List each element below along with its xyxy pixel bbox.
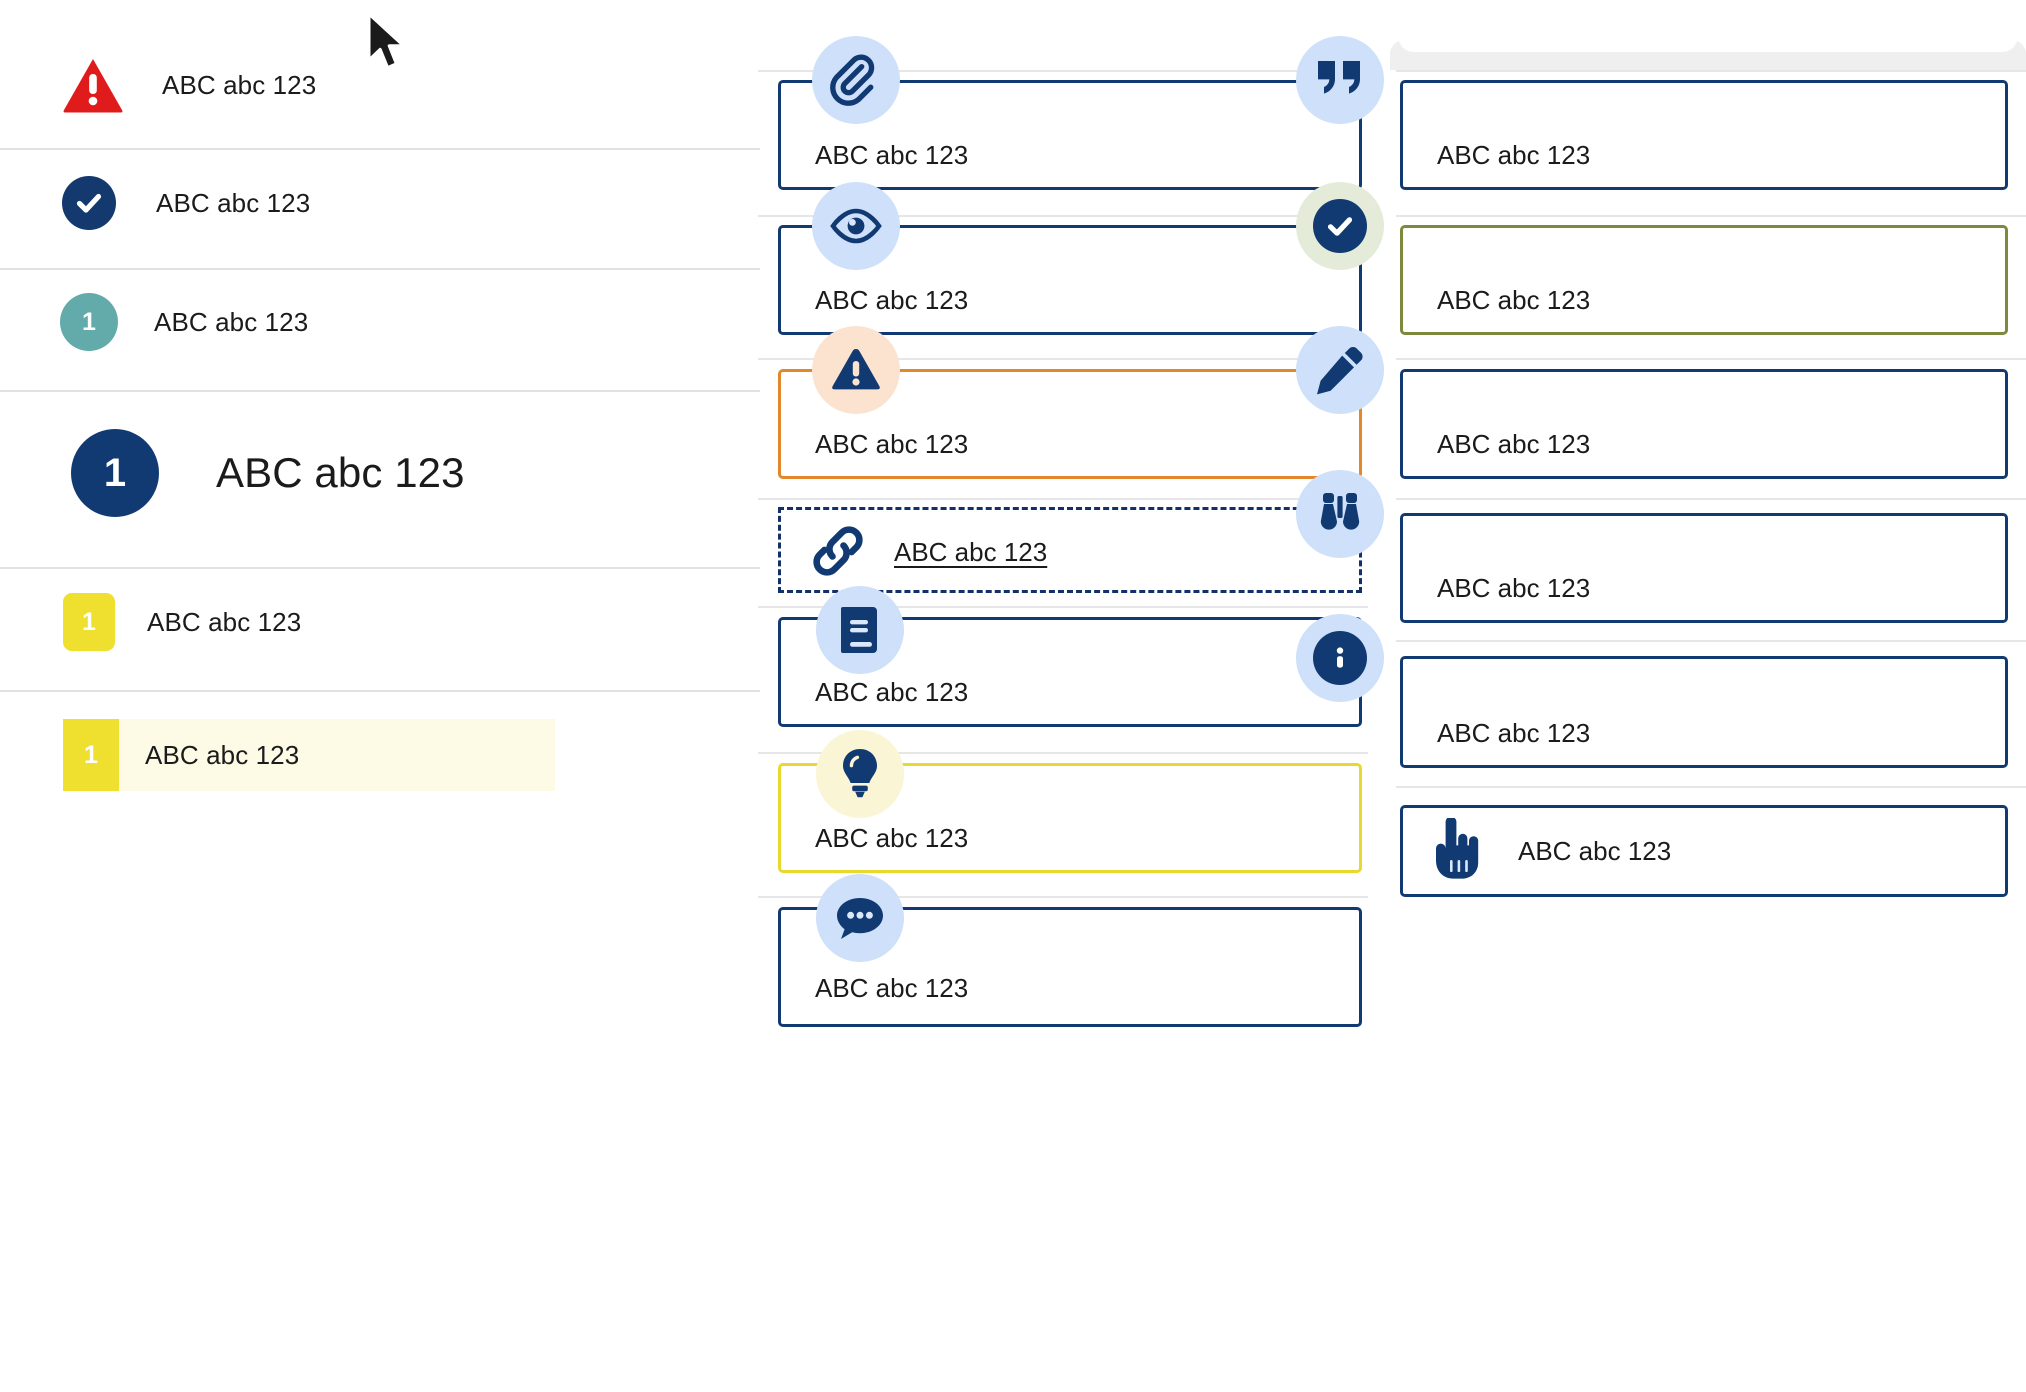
paperclip-icon (812, 36, 900, 124)
card-attachment[interactable]: ABC abc 123 (778, 80, 1362, 190)
card-label: ABC abc 123 (815, 677, 969, 707)
number-badge-icon: 1 (63, 719, 119, 791)
card-quote[interactable]: ABC abc 123 (1400, 80, 2008, 190)
info-circle-inner (1313, 631, 1367, 685)
list-item-label: ABC abc 123 (156, 187, 311, 218)
divider (0, 148, 760, 150)
divider (1396, 70, 2026, 72)
list-item-label: ABC abc 123 (162, 69, 317, 100)
binoculars-icon (1296, 470, 1384, 558)
check-circle-icon (62, 176, 116, 230)
eye-icon (812, 182, 900, 270)
divider (0, 567, 760, 569)
lightbulb-icon (816, 730, 904, 818)
list-item[interactable]: ABC abc 123 (0, 175, 760, 231)
card-label: ABC abc 123 (815, 429, 969, 459)
divider (0, 268, 760, 270)
list-item-label: ABC abc 123 (154, 306, 309, 337)
warning-triangle-icon (62, 57, 124, 113)
card-edit[interactable]: ABC abc 123 (1400, 369, 2008, 479)
list-item-label: ABC abc 123 (145, 739, 300, 770)
list-item[interactable]: 1 ABC abc 123 (0, 593, 760, 651)
list-item[interactable]: ABC abc 123 (0, 50, 760, 120)
card-label: ABC abc 123 (815, 140, 969, 170)
chat-bubble-icon (816, 874, 904, 962)
divider (758, 752, 1368, 754)
card-label: ABC abc 123 (1437, 429, 1591, 459)
divider (0, 690, 760, 692)
quote-icon (1296, 36, 1384, 124)
number-badge-icon: 1 (71, 429, 159, 517)
list-item[interactable]: 1 ABC abc 123 (0, 293, 760, 351)
divider (758, 215, 1368, 217)
info-circle-icon (1296, 614, 1384, 702)
list-item-selected[interactable]: 1 ABC abc 123 (63, 719, 555, 791)
hand-pointer-icon (1428, 818, 1484, 880)
divider (1396, 498, 2026, 500)
card-link-label[interactable]: ABC abc 123 (894, 537, 1048, 567)
list-item-label: ABC abc 123 (147, 606, 302, 637)
left-column: ABC abc 123 ABC abc 123 1 ABC abc 123 1 … (0, 0, 760, 1392)
pencil-icon (1296, 326, 1384, 414)
book-icon (816, 586, 904, 674)
card-discover[interactable]: ABC abc 123 (1400, 513, 2008, 623)
card-action[interactable] (1400, 805, 2008, 897)
divider (1396, 786, 2026, 788)
panel-surface (1398, 0, 2018, 52)
card-success[interactable]: ABC abc 123 (1400, 225, 2008, 335)
divider (1396, 640, 2026, 642)
alert-triangle-icon (812, 326, 900, 414)
check-circle-icon (1296, 182, 1384, 270)
card-label: ABC abc 123 (1437, 718, 1591, 748)
card-label: ABC abc 123 (1518, 836, 1672, 866)
card-info[interactable]: ABC abc 123 (1400, 656, 2008, 768)
check-circle-inner (1313, 199, 1367, 253)
link-chain-icon (805, 518, 871, 584)
divider (758, 498, 1368, 500)
divider (758, 606, 1368, 608)
card-label: ABC abc 123 (1437, 573, 1591, 603)
divider (0, 390, 760, 392)
card-label: ABC abc 123 (1437, 140, 1591, 170)
divider (758, 70, 1368, 72)
list-item-label: ABC abc 123 (216, 449, 465, 496)
card-label: ABC abc 123 (1437, 285, 1591, 315)
divider (1396, 358, 2026, 360)
divider (758, 896, 1368, 898)
list-item[interactable]: 1 ABC abc 123 (0, 428, 760, 518)
mouse-pointer-icon (364, 12, 408, 79)
number-badge-icon: 1 (63, 593, 115, 651)
divider (758, 358, 1368, 360)
card-label: ABC abc 123 (815, 285, 969, 315)
card-label: ABC abc 123 (815, 973, 969, 1003)
divider (1396, 215, 2026, 217)
card-visibility[interactable]: ABC abc 123 (778, 225, 1362, 335)
number-badge-icon: 1 (60, 293, 118, 351)
card-label: ABC abc 123 (815, 823, 969, 853)
